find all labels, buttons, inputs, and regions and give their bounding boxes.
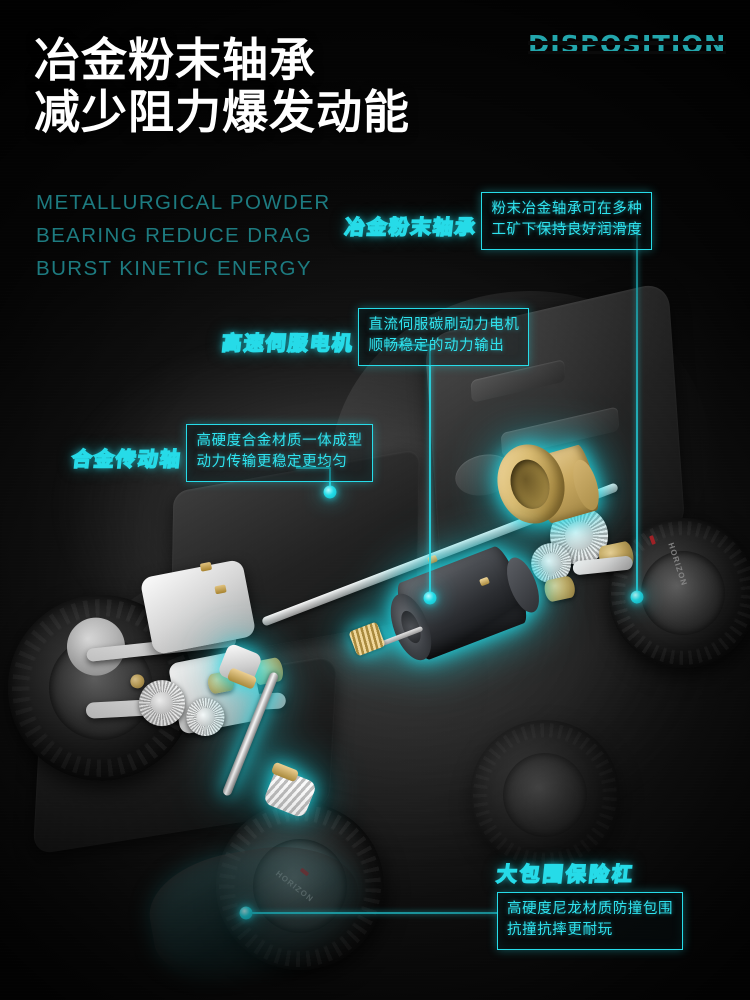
callout-bumper: 大包围保险杠 高硬度尼龙材质防撞包围 抗撞抗摔更耐玩 bbox=[495, 858, 750, 950]
subtitle-line-1: METALLURGICAL POWDER bbox=[36, 191, 331, 214]
callout-bearing-line-2: 工矿下保持良好润滑度 bbox=[491, 222, 643, 239]
brand-logo: DISPOSITION bbox=[527, 30, 727, 59]
callout-motor-title: 高速伺服电机 bbox=[220, 331, 356, 357]
callout-drive-shaft-box: 高硬度合金材质一体成型 动力传输更稳定更均匀 bbox=[186, 424, 373, 482]
callout-drive-shaft: 合金传动轴 高硬度合金材质一体成型 动力传输更稳定更均匀 bbox=[70, 424, 373, 482]
callout-bumper-box: 高硬度尼龙材质防撞包围 抗撞抗摔更耐玩 bbox=[497, 892, 684, 950]
motor-terminal-2 bbox=[214, 584, 227, 595]
subtitle-block: METALLURGICAL POWDER BEARING REDUCE DRAG… bbox=[36, 186, 331, 286]
callout-drive-shaft-title: 合金传动轴 bbox=[70, 447, 184, 473]
callout-motor: 高速伺服电机 直流伺服碳刷动力电机 顺畅稳定的动力输出 bbox=[220, 308, 530, 366]
callout-motor-box: 直流伺服碳刷动力电机 顺畅稳定的动力输出 bbox=[358, 308, 530, 366]
callout-bumper-line-1: 高硬度尼龙材质防撞包围 bbox=[507, 901, 674, 917]
callout-bumper-line-2: 抗撞抗摔更耐玩 bbox=[507, 922, 613, 939]
highlight-front-bumper bbox=[141, 832, 369, 988]
headline-line-2: 减少阻力爆发动能 bbox=[34, 86, 410, 139]
callout-bearing-box: 粉末冶金轴承可在多种 工矿下保持良好润滑度 bbox=[481, 192, 653, 250]
hotspot-dot-motor bbox=[423, 591, 437, 605]
drive-shaft-rod bbox=[221, 671, 280, 797]
hotspot-dot-bearing bbox=[630, 590, 644, 604]
callout-drive-shaft-line-2: 动力传输更稳定更均匀 bbox=[196, 454, 348, 471]
headline-line-1: 冶金粉末轴承 bbox=[34, 34, 316, 86]
callout-bearing-line-1: 粉末冶金轴承可在多种 bbox=[491, 201, 643, 217]
motor-terminal-a bbox=[427, 554, 438, 565]
hotspot-dot-bumper bbox=[239, 906, 253, 920]
bumper-shape bbox=[141, 832, 369, 988]
page-title: 冶金粉末轴承 减少阻力爆发动能 bbox=[34, 34, 410, 139]
highlight-powder-metal-bearing bbox=[488, 436, 606, 540]
brand-logo-text: DISPOSITION bbox=[527, 30, 727, 59]
highlight-servo-motor bbox=[348, 543, 552, 666]
callout-bearing-title: 冶金粉末轴承 bbox=[343, 215, 479, 241]
hotspot-dot-shaft bbox=[323, 485, 337, 499]
motor-terminal-1 bbox=[199, 561, 213, 572]
callout-drive-shaft-line-1: 高硬度合金材质一体成型 bbox=[196, 433, 363, 449]
bronze-bushing-front-1 bbox=[129, 673, 146, 690]
callout-motor-line-2: 顺畅稳定的动力输出 bbox=[368, 338, 505, 355]
subtitle-line-3: BURST KINETIC ENERGY bbox=[36, 257, 312, 281]
subtitle-line-2: BEARING REDUCE DRAG bbox=[36, 224, 313, 248]
callout-bumper-title: 大包围保险杠 bbox=[495, 861, 637, 887]
callout-bearing: 冶金粉末轴承 粉末冶金轴承可在多种 工矿下保持良好润滑度 bbox=[343, 192, 653, 250]
highlight-alloy-drive-shaft bbox=[192, 642, 332, 819]
callout-motor-line-1: 直流伺服碳刷动力电机 bbox=[368, 317, 520, 333]
